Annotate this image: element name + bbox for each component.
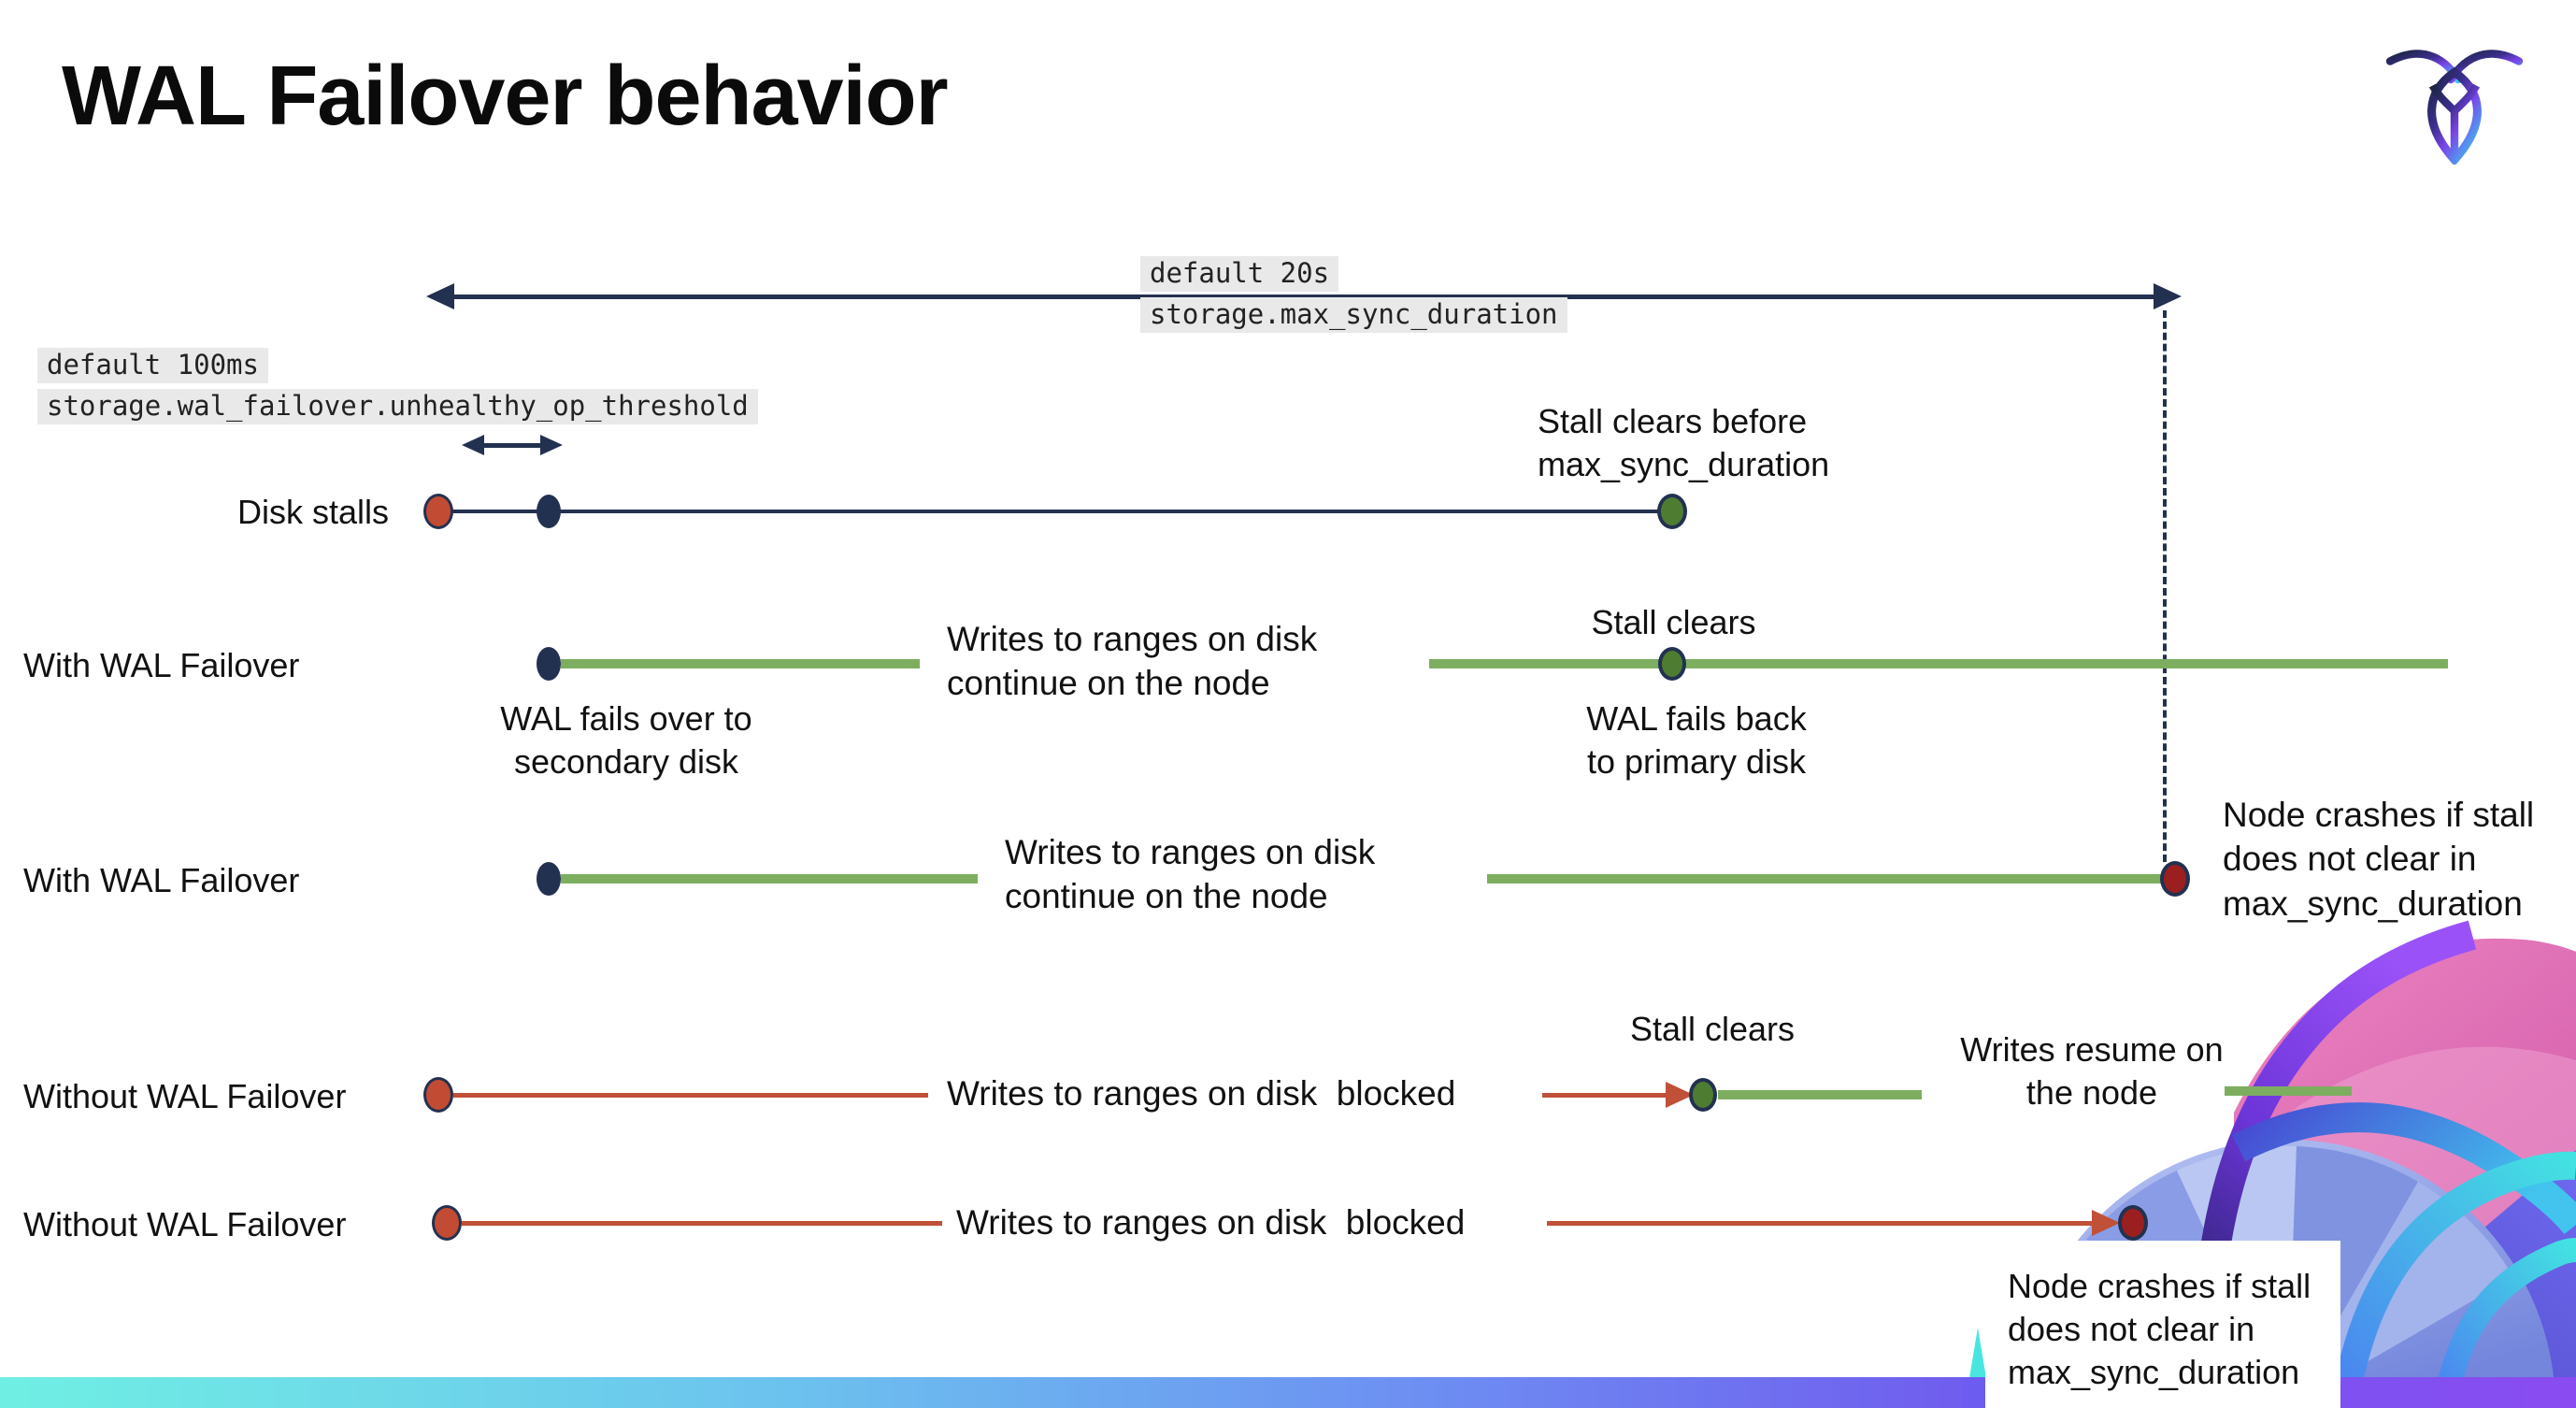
- node-crash-dot-2: [2118, 1205, 2148, 1241]
- note-stall-clears-before: Stall clears before max_sync_duration: [1538, 402, 1830, 484]
- writes-blocked-line-a: [453, 1093, 928, 1098]
- note-node-crashes-2: Node crashes if stall does not clear in …: [2008, 1267, 2311, 1392]
- note-writes-continue-1: Writes to ranges on disk continue on the…: [947, 620, 1318, 703]
- writes-continue-line-c: [561, 874, 978, 884]
- row-label-disk-stalls: Disk stalls: [236, 493, 389, 531]
- note-writes-blocked-1: Writes to ranges on disk blocked: [947, 1074, 1456, 1113]
- stall-clears-dot-2: [1658, 647, 1686, 681]
- disk-stall-timeline-line: [438, 510, 1672, 513]
- stall-clears-dot-3: [1689, 1078, 1717, 1112]
- note-stall-clears-3: Stall clears: [1629, 1010, 1796, 1048]
- writes-continue-line-a: [561, 659, 920, 668]
- writes-resume-line-b: [2225, 1086, 2352, 1096]
- note-node-crashes-1: Node crashes if stall does not clear in …: [2223, 796, 2535, 923]
- writes-blocked-line-b: [1542, 1093, 1666, 1098]
- max-sync-default-label: default 20s: [1140, 256, 1339, 292]
- disk-stall-start-dot-2: [423, 1077, 453, 1113]
- threshold-arrow-left-head-icon: [462, 435, 484, 455]
- arrow-left-head-icon: [426, 283, 454, 309]
- max-sync-dashed-drop-line: [2163, 310, 2167, 862]
- note-writes-blocked-2: Writes to ranges on disk blocked: [956, 1203, 1466, 1242]
- threshold-setting-label: storage.wal_failover.unhealthy_op_thresh…: [37, 389, 758, 424]
- threshold-reached-dot: [537, 495, 561, 528]
- disk-stall-start-dot-3: [432, 1205, 462, 1241]
- node-crash-dot: [2160, 861, 2190, 897]
- row-label-with-wal-failover-1: With WAL Failover: [23, 646, 300, 684]
- writes-continue-line-d: [1487, 874, 2162, 884]
- note-wal-fails-back: WAL fails back to primary disk: [1586, 699, 1807, 782]
- writes-resume-line-a: [1718, 1090, 1922, 1099]
- stall-clears-dot: [1657, 494, 1687, 529]
- row-label-with-wal-failover-2: With WAL Failover: [23, 861, 300, 899]
- note-wal-fails-over: WAL fails over to secondary disk: [500, 699, 752, 782]
- writes-continue-line-b: [1429, 659, 2448, 668]
- note-stall-clears-2: Stall clears: [1591, 603, 1756, 641]
- page-title: WAL Failover behavior: [62, 50, 949, 143]
- writes-blocked-line-d: [1547, 1221, 2092, 1226]
- threshold-arrow-right-head-icon: [540, 435, 563, 455]
- row-label-without-wal-failover-1: Without WAL Failover: [23, 1077, 347, 1115]
- threshold-default-label: default 100ms: [37, 348, 268, 383]
- arrow-right-head-icon: [2154, 283, 2182, 309]
- failover-dot-2: [537, 862, 561, 896]
- crash-note-box: Node crashes if stall does not clear in …: [1985, 1241, 2340, 1408]
- failover-dot: [537, 647, 561, 681]
- row-label-without-wal-failover-2: Without WAL Failover: [23, 1205, 347, 1243]
- max-sync-setting-label: storage.max_sync_duration: [1140, 297, 1567, 333]
- disk-stall-start-dot: [423, 494, 453, 529]
- threshold-arrow-line: [475, 443, 550, 448]
- note-writes-continue-2: Writes to ranges on disk continue on the…: [1005, 833, 1376, 916]
- blocked-arrow-head-icon-2: [2092, 1210, 2120, 1236]
- note-writes-resume: Writes resume on the node: [1960, 1030, 2224, 1113]
- max-sync-duration-arrow-line: [439, 295, 2170, 299]
- writes-blocked-line-c: [462, 1221, 942, 1226]
- cockroachdb-logo-icon: [2385, 50, 2524, 165]
